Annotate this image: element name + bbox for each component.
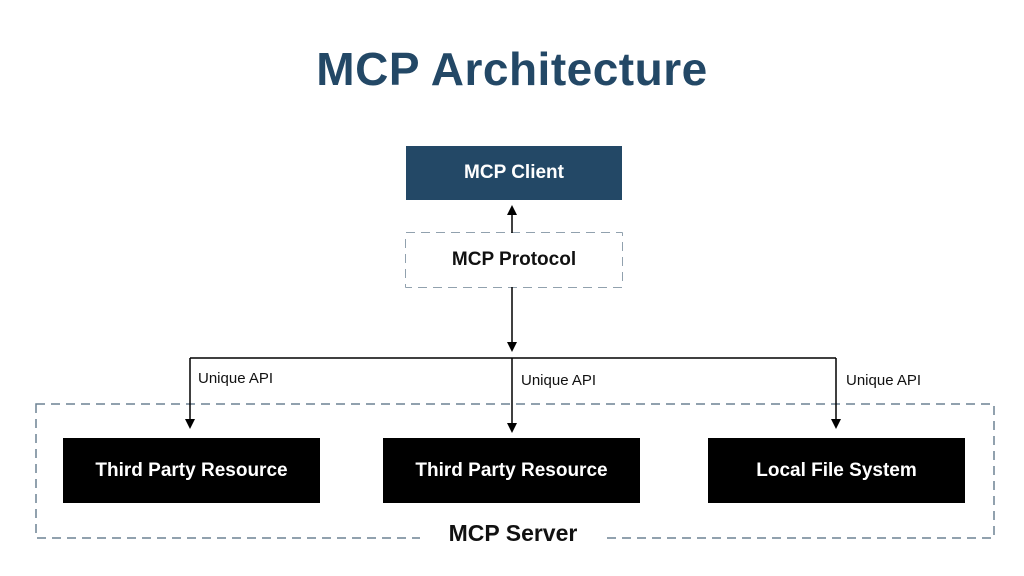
api-label-resource-2: Unique API (521, 372, 597, 389)
mcp-server-label: MCP Server (420, 520, 606, 547)
diagram-title: MCP Architecture (316, 43, 708, 95)
third-party-resource-box-2: Third Party Resource (383, 438, 640, 503)
third-party-resource-box-1: Third Party Resource (63, 438, 320, 503)
mcp-server-container (35, 403, 995, 539)
local-file-system-box: Local File System (708, 438, 965, 503)
mcp-client-box: MCP Client (406, 146, 622, 200)
api-label-resource-1: Unique API (198, 370, 274, 387)
api-label-resource-3: Unique API (846, 372, 922, 389)
mcp-protocol-box: MCP Protocol (406, 233, 622, 287)
